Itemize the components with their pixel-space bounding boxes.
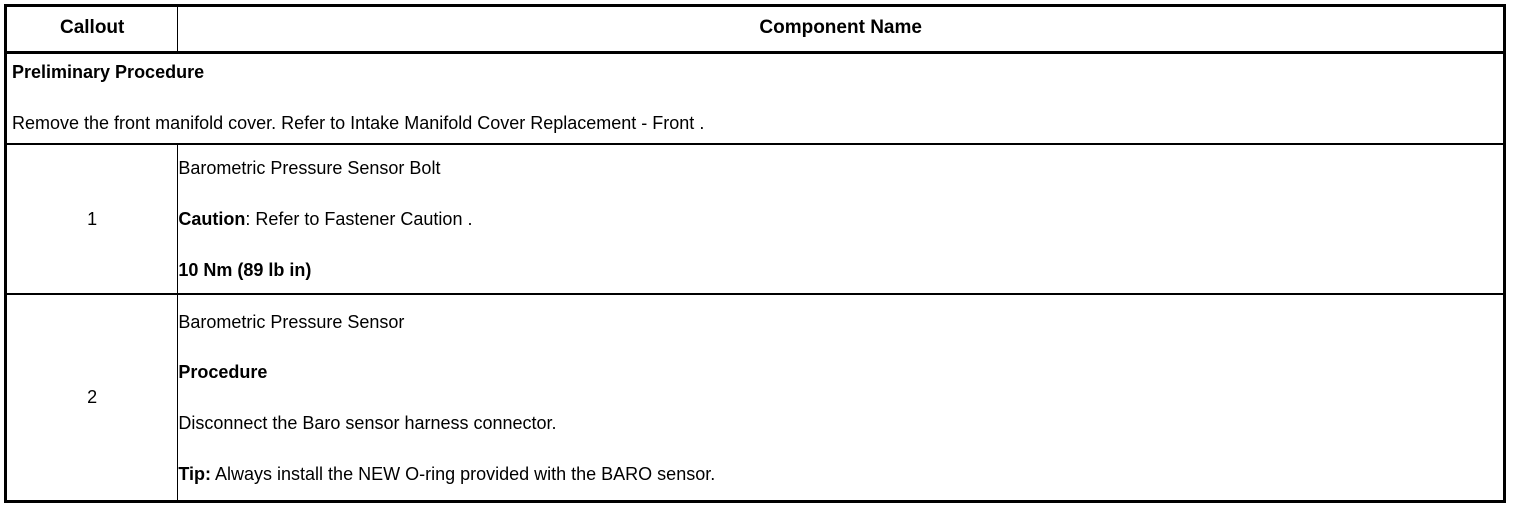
torque-spec-value: 10 Nm (89 lb in): [178, 259, 312, 280]
tip-line: Tip: Always install the NEW O-ring provi…: [178, 464, 1503, 485]
procedure-step-text: Disconnect the Baro sensor harness conne…: [178, 412, 557, 433]
table-header-row: Callout Component Name: [4, 5, 1505, 54]
table-header: Callout Component Name: [4, 5, 1505, 54]
table-body: Preliminary Procedure Remove the front m…: [4, 52, 1505, 503]
callout-number-2: 2: [4, 293, 179, 503]
preliminary-procedure-row: Preliminary Procedure Remove the front m…: [5, 52, 1505, 146]
component-line-text: Barometric Pressure Sensor: [178, 311, 405, 332]
procedure-heading-line: Procedure: [178, 362, 1503, 383]
procedure-step-line: Disconnect the Baro sensor harness conne…: [178, 413, 1503, 434]
component-line: Barometric Pressure Sensor Bolt: [178, 158, 1503, 179]
component-callout-table: Callout Component Name Preliminary Proce…: [4, 4, 1506, 504]
column-header-callout: Callout: [4, 5, 179, 54]
component-line: Barometric Pressure Sensor: [178, 312, 1503, 333]
component-line-text: Barometric Pressure Sensor Bolt: [178, 158, 441, 179]
preliminary-procedure-cell: Preliminary Procedure Remove the front m…: [5, 52, 1505, 146]
caution-label: Caution: [178, 209, 246, 230]
component-name-cell-1: Barometric Pressure Sensor Bolt Caution:…: [177, 143, 1505, 296]
torque-spec-line: 10 Nm (89 lb in): [178, 260, 1503, 281]
tip-label: Tip:: [178, 463, 212, 484]
caution-line: Caution: Refer to Fastener Caution .: [178, 209, 1503, 230]
table-row: 2 Barometric Pressure Sensor Procedure D…: [4, 293, 1505, 503]
column-header-component-name: Component Name: [177, 5, 1505, 54]
callout-number-1: 1: [4, 143, 179, 296]
table-row: 1 Barometric Pressure Sensor Bolt Cautio…: [4, 143, 1505, 296]
procedure-heading: Procedure: [178, 362, 268, 383]
component-name-cell-2: Barometric Pressure Sensor Procedure Dis…: [177, 293, 1505, 503]
preliminary-procedure-text: Remove the front manifold cover. Refer t…: [12, 112, 705, 133]
preliminary-procedure-title: Preliminary Procedure: [12, 62, 205, 82]
tip-text: Always install the NEW O-ring provided w…: [211, 463, 716, 484]
caution-text: : Refer to Fastener Caution .: [245, 209, 473, 230]
